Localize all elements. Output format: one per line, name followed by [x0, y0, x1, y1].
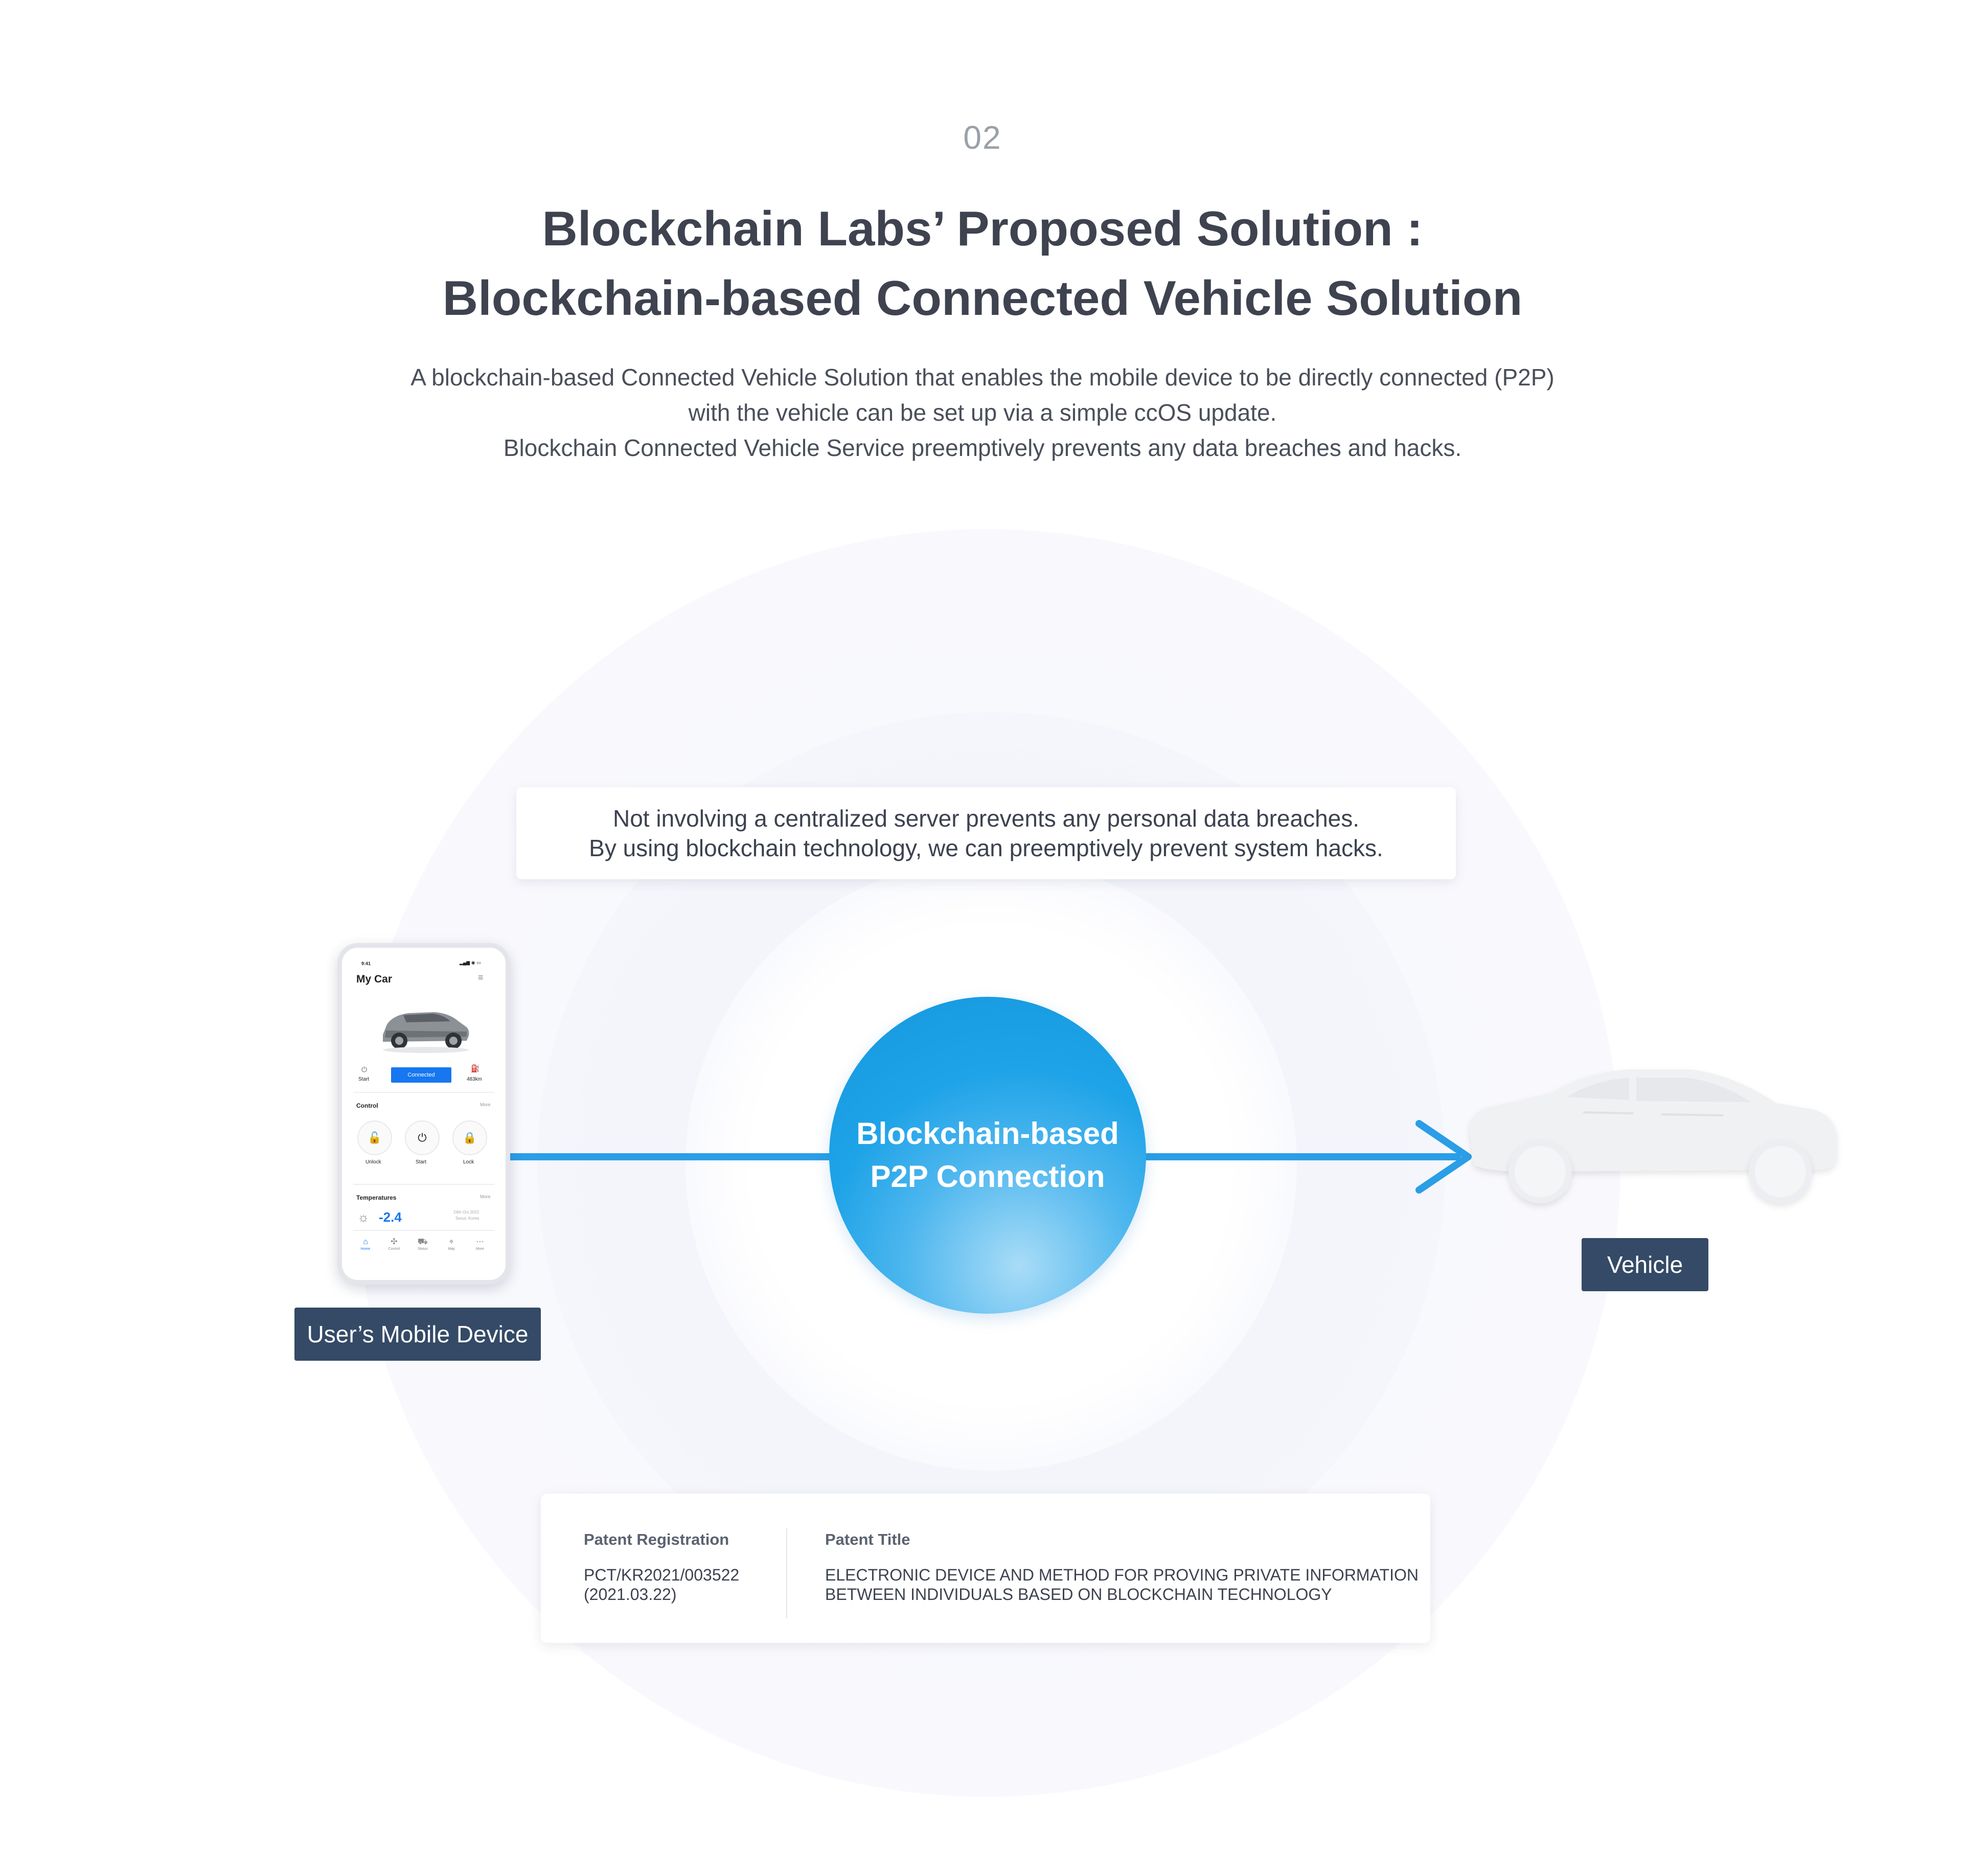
distance-value: 483km — [467, 1077, 483, 1082]
description-line-2: with the vehicle can be set up via a sim… — [688, 399, 1277, 426]
description-line-3: Blockchain Connected Vehicle Service pre… — [503, 434, 1462, 461]
divider — [353, 1092, 494, 1093]
control-more-link[interactable]: More — [480, 1102, 491, 1107]
page-title: Blockchain Labs’ Proposed Solution : Blo… — [0, 194, 1965, 333]
note-line-1: Not involving a centralized server preve… — [612, 805, 1360, 832]
unlock-icon: 🔓 — [368, 1131, 382, 1144]
patent-title-line-2: BETWEEN INDIVIDUALS BASED ON BLOCKCHAIN … — [825, 1585, 1332, 1604]
patent-card: Patent Registration PCT/KR2021/003522 (2… — [541, 1494, 1430, 1643]
power-icon: ⏻ — [418, 1131, 427, 1144]
patent-registration-date: (2021.03.22) — [584, 1585, 677, 1604]
fuel-icon: ⛽ — [471, 1064, 480, 1072]
center-label-line-1: Blockchain-based — [856, 1116, 1119, 1151]
section-number: 02 — [963, 119, 1002, 156]
description: A blockchain-based Connected Vehicle Sol… — [0, 360, 1965, 466]
home-icon: ⌂ — [363, 1238, 368, 1246]
nav-more[interactable]: ⋯More — [470, 1237, 490, 1251]
description-line-1: A blockchain-based Connected Vehicle Sol… — [410, 364, 1555, 391]
phone-time: 9:41 — [361, 961, 371, 966]
car-icon: ⛟ — [417, 1238, 428, 1246]
control-icon: ✣ — [391, 1238, 398, 1246]
start-status-label: Start — [358, 1077, 370, 1082]
power-icon: ⏻ — [361, 1065, 368, 1073]
temperatures-more-link[interactable]: More — [480, 1194, 491, 1199]
unlock-button[interactable]: 🔓 — [357, 1120, 392, 1155]
arrow-head-icon — [1415, 1120, 1472, 1194]
note-card: Not involving a centralized server preve… — [516, 787, 1456, 879]
center-label-line-2: P2P Connection — [870, 1159, 1105, 1194]
title-line-1: Blockchain Labs’ Proposed Solution : — [542, 201, 1423, 256]
date-text: 24th Oct 2022 — [453, 1210, 479, 1215]
lock-label: Lock — [463, 1159, 474, 1165]
map-pin-icon: ⌖ — [449, 1238, 454, 1246]
start-button[interactable]: ⏻ — [405, 1120, 440, 1155]
patent-title-heading: Patent Title — [825, 1530, 910, 1548]
control-heading: Control — [356, 1102, 378, 1109]
vehicle-icon — [1470, 1069, 1837, 1203]
title-line-2: Blockchain-based Connected Vehicle Solut… — [442, 271, 1523, 326]
connected-badge[interactable]: Connected — [391, 1067, 451, 1083]
divider — [353, 1230, 494, 1231]
phone-title: My Car — [356, 973, 393, 985]
mobile-device-label: User’s Mobile Device — [294, 1308, 541, 1361]
divider — [353, 1184, 494, 1185]
menu-icon: ≡ — [478, 972, 484, 982]
more-icon: ⋯ — [476, 1238, 484, 1246]
vehicle-label: Vehicle — [1582, 1238, 1708, 1291]
start-label: Start — [416, 1159, 427, 1165]
nav-control[interactable]: ✣Control — [384, 1237, 404, 1251]
patent-divider — [786, 1528, 787, 1618]
patent-registration-number: PCT/KR2021/003522 — [584, 1566, 740, 1584]
date-location: 24th Oct 2022 Seoul, Korea — [453, 1209, 479, 1222]
mobile-device-mockup: 9:41 ▂▄▆ ◉ ▭ My Car ≡ ⏻ Start Connected … — [337, 943, 510, 1285]
car-image — [383, 1012, 469, 1053]
patent-title-line-1: ELECTRONIC DEVICE AND METHOD FOR PROVING… — [825, 1566, 1419, 1584]
temperature-value: -2.4 — [379, 1209, 402, 1225]
sun-icon: ☼ — [357, 1209, 370, 1225]
note-line-2: By using blockchain technology, we can p… — [589, 835, 1383, 861]
patent-registration-heading: Patent Registration — [584, 1530, 729, 1548]
temperatures-heading: Temperatures — [356, 1194, 397, 1201]
lock-icon: 🔒 — [463, 1131, 477, 1144]
lock-button[interactable]: 🔒 — [452, 1120, 487, 1155]
unlock-label: Unlock — [365, 1159, 381, 1165]
nav-map[interactable]: ⌖Map — [441, 1237, 462, 1251]
signal-battery-icon: ▂▄▆ ◉ ▭ — [460, 960, 481, 965]
location-text: Seoul, Korea — [455, 1216, 479, 1221]
nav-home[interactable]: ⌂Home — [355, 1237, 376, 1251]
p2p-connection-circle: Blockchain-based P2P Connection — [829, 997, 1146, 1314]
nav-status[interactable]: ⛟Status — [413, 1237, 433, 1251]
